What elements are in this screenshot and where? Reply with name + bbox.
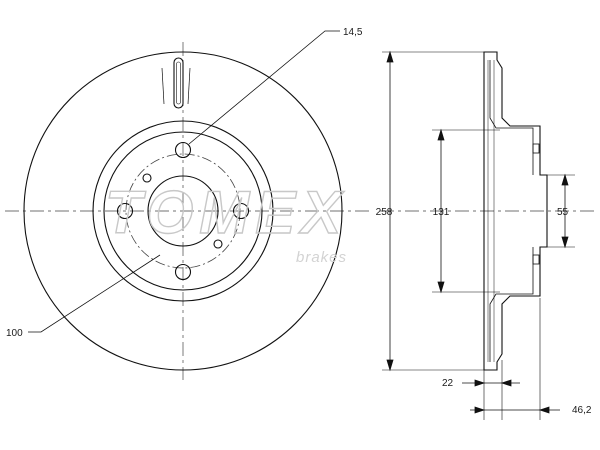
label-outer-diameter: 258 (376, 207, 393, 218)
hub-tab-top (532, 143, 540, 154)
label-pcd: 100 (6, 328, 23, 339)
bolt-hole (174, 263, 192, 281)
watermark: TOMEX brakes (104, 178, 347, 266)
label-center-bore: 55 (557, 207, 569, 218)
slot-guide-right (187, 67, 191, 105)
label-thickness: 22 (442, 378, 454, 389)
arrow (561, 236, 569, 249)
arrow (386, 359, 394, 372)
arrow (474, 406, 486, 414)
front-view (5, 30, 370, 380)
locating-hole (142, 173, 152, 183)
arrow (538, 406, 550, 414)
label-hat-diameter: 131 (433, 207, 450, 218)
hat-outer-edge (92, 120, 274, 302)
bolt-hole (232, 202, 250, 220)
slot-guide-left (161, 67, 165, 105)
bolt-hole (116, 202, 134, 220)
arrow (561, 173, 569, 186)
locating-hole (213, 239, 223, 249)
leader-bolt-hole (188, 30, 340, 145)
section-dimensions (382, 50, 575, 420)
arrow (437, 281, 445, 294)
label-bolt-hole: 14,5 (343, 27, 363, 38)
disc-slot-inner (176, 61, 181, 105)
arrow (437, 128, 445, 141)
watermark-brand: TOMEX (105, 179, 347, 246)
disc-slot (173, 57, 184, 109)
dimension-labels: 14,5 100 258 131 55 22 46,2 (6, 27, 592, 416)
outer-disc-edge (23, 51, 343, 371)
center-bore (147, 175, 219, 247)
bolt-hole (174, 141, 192, 159)
label-overall-height: 46,2 (572, 405, 592, 416)
hat-inner-edge (103, 131, 263, 291)
watermark-sub: brakes (296, 249, 347, 266)
arrow (386, 50, 394, 63)
pcd-circle (125, 153, 241, 269)
hub-tab-bottom (532, 254, 540, 265)
leader-pcd (28, 254, 161, 333)
arrow (474, 379, 486, 387)
arrow (500, 379, 512, 387)
